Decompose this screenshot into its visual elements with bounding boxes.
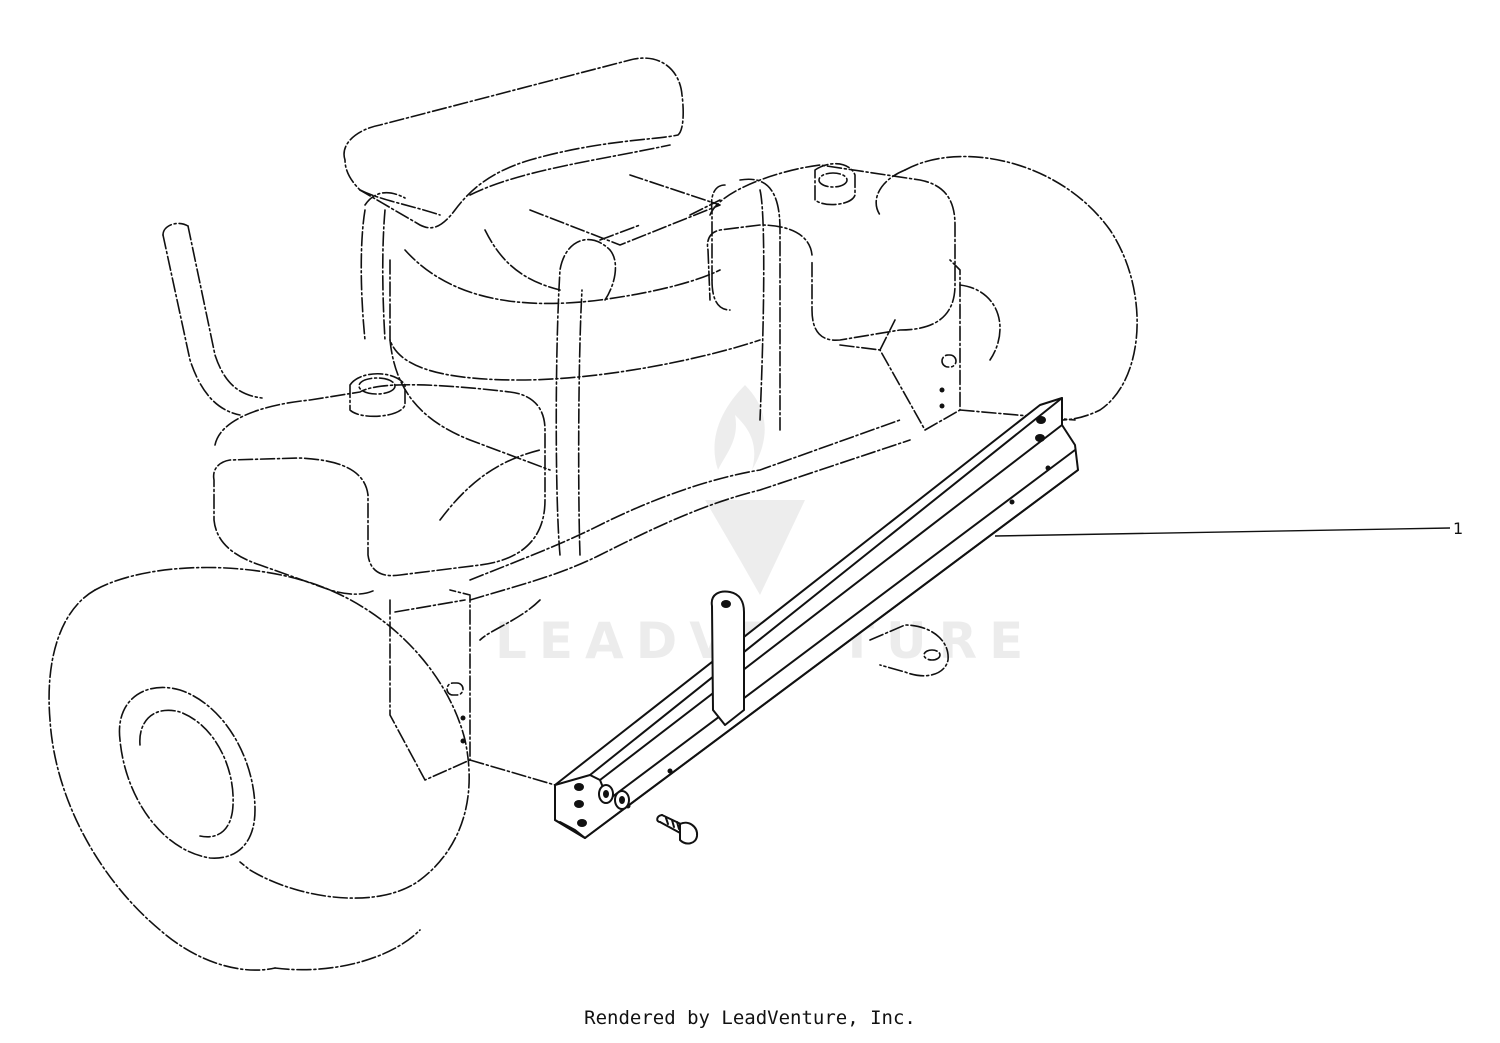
- seat-back: [343, 57, 684, 229]
- left-tire: [48, 566, 470, 971]
- right-tire: [875, 155, 1138, 421]
- hitch-tongue: [710, 590, 745, 726]
- rear-loop-bar: [555, 178, 781, 556]
- callout-1: 1: [994, 519, 1463, 538]
- left-fuel-tank: [212, 373, 546, 595]
- handle-tube: [162, 222, 263, 416]
- leadventure-logo-icon: [705, 385, 805, 595]
- footer-credit: Rendered by LeadVenture, Inc.: [584, 1007, 916, 1029]
- hitch-plate: [869, 624, 949, 677]
- callout-1-label: 1: [1453, 519, 1463, 538]
- seat-frame: [360, 174, 761, 471]
- callout-1-leader: [994, 527, 1451, 537]
- right-fuel-tank: [706, 162, 956, 341]
- lower-frame: [439, 419, 911, 641]
- mounting-hardware: [598, 784, 699, 845]
